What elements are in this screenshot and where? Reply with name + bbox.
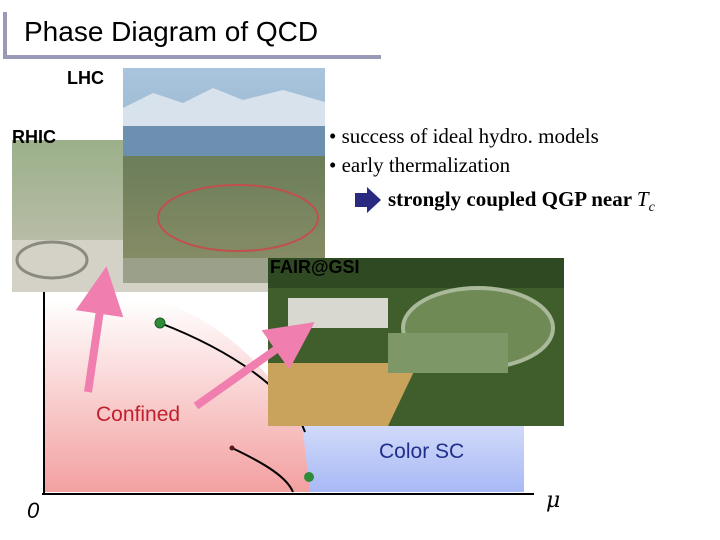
lhc-photo [123, 68, 325, 283]
tc-subscript: c [648, 200, 655, 216]
mu-axis-label: μ [546, 488, 561, 513]
slide-title: Phase Diagram of QCD [24, 16, 319, 47]
bullet-hydro: • success of ideal hydro. models [329, 124, 599, 148]
title-bar-left-rule [3, 12, 7, 59]
bullet-list: • success of ideal hydro. models • early… [329, 122, 599, 180]
lhc-label: LHC [67, 68, 104, 88]
conclusion-main: strongly coupled QGP near [388, 187, 637, 211]
bullet-thermalization: • early thermalization [329, 153, 511, 177]
hadron-gas-point [229, 445, 235, 451]
title-bar-bottom-rule [3, 55, 381, 59]
block-arrow-icon [355, 187, 381, 213]
fair-label: FAIR@GSI [270, 257, 360, 277]
critical-point-marker [154, 317, 166, 329]
color-sc-boundary [231, 447, 294, 493]
color-sc-label: Color SC [379, 440, 465, 463]
fair-photo [268, 258, 564, 426]
title-bar [3, 12, 381, 59]
conclusion-text: strongly coupled QGP near Tc [388, 187, 655, 216]
confined-label: Confined [96, 403, 181, 426]
tc-symbol: T [636, 187, 649, 211]
confined-region [44, 300, 310, 492]
origin-label: 0 [27, 498, 40, 523]
sc-endpoint-marker [304, 472, 314, 482]
rhic-label: RHIC [12, 127, 56, 147]
